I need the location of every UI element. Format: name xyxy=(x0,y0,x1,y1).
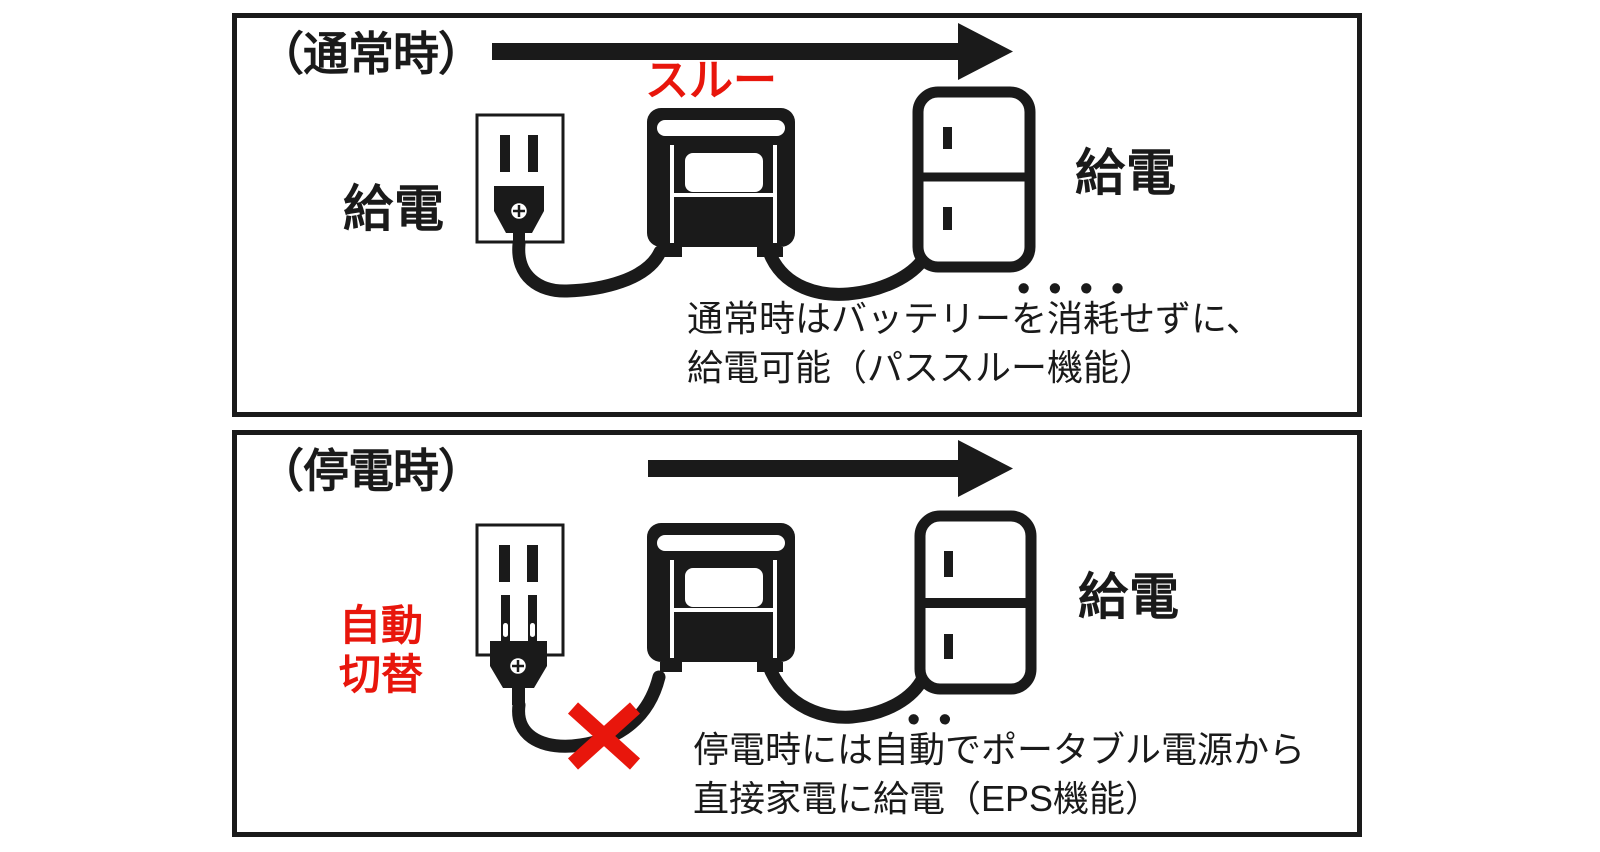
caption-line-1: 停電時には自動でポータブル電源から xyxy=(693,729,1306,770)
panel-outage-mode: （停電時） 自動 切替 給電 •• 停電時には自動でポータブル電源から 直接家電… xyxy=(232,430,1362,837)
cable-outlet-to-station xyxy=(512,670,666,753)
panel-normal-mode: （通常時） スルー 給電 給電 •••• 通常時はバッテリーを消耗せずに、 給電… xyxy=(232,13,1362,417)
panel-title: （通常時） xyxy=(258,28,484,80)
supply-label-left: 給電 xyxy=(343,181,445,237)
pass-through-label: スルー xyxy=(645,56,777,105)
plug-icon xyxy=(490,595,547,705)
disconnect-x-icon xyxy=(567,702,641,770)
normal-mode-diagram xyxy=(475,23,1036,301)
outage-caption: 停電時には自動でポータブル電源から 直接家電に給電（EPS機能） xyxy=(693,725,1305,823)
refrigerator-icon xyxy=(914,510,1037,695)
supply-label-right: 給電 xyxy=(1078,569,1180,625)
plug-icon xyxy=(494,186,544,247)
cable-station-to-fridge xyxy=(761,657,930,724)
caption-line-2: 直接家電に給電（EPS機能） xyxy=(693,778,1162,819)
normal-caption: 通常時はバッテリーを消耗せずに、 給電可能（パススルー機能） xyxy=(687,294,1262,392)
emphasis-dots: •• xyxy=(907,699,970,741)
caption-line-1: 通常時はバッテリーを消耗せずに、 xyxy=(687,298,1262,339)
caption-line-2: 給電可能（パススルー機能） xyxy=(687,347,1156,388)
flow-arrow-icon xyxy=(492,23,1013,80)
outage-mode-diagram xyxy=(475,440,1037,770)
panel-title: （停電時） xyxy=(258,445,484,497)
emphasis-dots: •••• xyxy=(1017,268,1143,310)
power-station-icon xyxy=(647,108,795,257)
supply-label-right: 給電 xyxy=(1075,145,1177,201)
wall-outlet-icon xyxy=(475,523,565,657)
power-station-icon xyxy=(647,523,795,672)
refrigerator-icon xyxy=(912,86,1036,273)
cable-station-to-fridge xyxy=(761,242,931,301)
auto-switch-label: 自動 切替 xyxy=(339,602,424,699)
cable-outlet-to-station xyxy=(512,237,667,298)
flow-arrow-icon xyxy=(648,440,1013,497)
